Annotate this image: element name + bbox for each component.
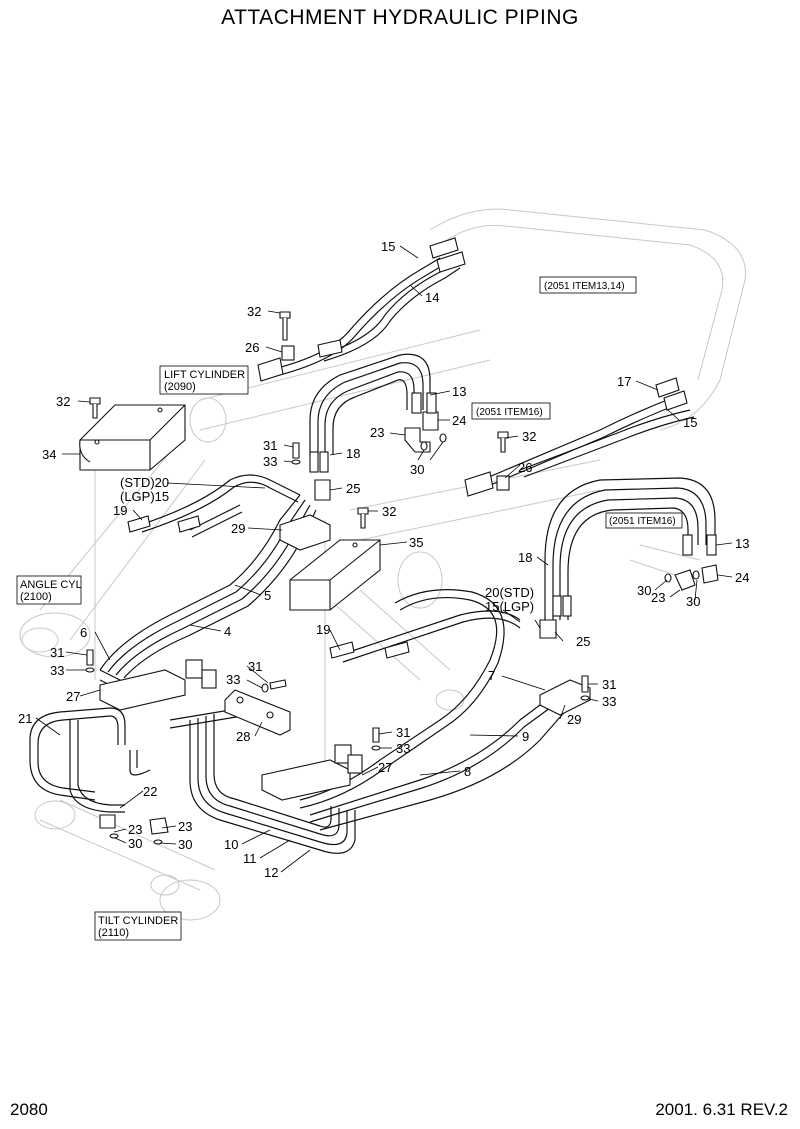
callout-20-std: 20(STD) — [485, 585, 534, 600]
callout-25b: 25 — [576, 634, 590, 649]
callout-17: 17 — [617, 374, 631, 389]
callout-18: 18 — [346, 446, 360, 461]
callout-19b: 19 — [316, 622, 330, 637]
callout-24: 24 — [452, 413, 466, 428]
callout-19: 19 — [113, 503, 127, 518]
callout-31d: 31 — [602, 677, 616, 692]
callout-29b: 29 — [567, 712, 581, 727]
reference-2051-item16-right: (2051 ITEM16) — [605, 512, 683, 529]
callout-15: 15 — [381, 239, 395, 254]
ref-2051-item16-upper: (2051 ITEM16) — [476, 407, 543, 418]
callout-30: 30 — [410, 462, 424, 477]
callout-32c: 32 — [56, 394, 70, 409]
callout-30b: 30 — [637, 583, 651, 598]
page-title: ATTACHMENT HYDRAULIC PIPING — [221, 6, 579, 29]
page-number: 2080 — [10, 1100, 48, 1119]
callout-15-lgp: 15(LGP) — [485, 599, 534, 614]
reference-lift-cylinder: LIFT CYLINDER (2090) — [159, 365, 249, 395]
callout-6: 6 — [80, 625, 87, 640]
callout-33: 33 — [263, 454, 277, 469]
callout-13b: 13 — [735, 536, 749, 551]
callout-10: 10 — [224, 837, 238, 852]
callout-30c: 30 — [686, 594, 700, 609]
angle-cyl-ref: (2100) — [20, 591, 52, 603]
callout-27b: 27 — [378, 760, 392, 775]
callout-11: 11 — [243, 851, 257, 866]
callout-std-20: (STD)20 — [120, 475, 169, 490]
leader-lines — [35, 245, 733, 873]
phantom-cylinders — [19, 208, 746, 921]
reference-angle-cylinder: ANGLE CYL (2100) — [16, 575, 82, 605]
callout-7: 7 — [488, 668, 495, 683]
callout-4: 4 — [224, 624, 231, 639]
callout-29: 29 — [231, 521, 245, 536]
reference-2051-item16-upper: (2051 ITEM16) — [471, 402, 551, 420]
callout-5: 5 — [264, 588, 271, 603]
callout-31b: 31 — [50, 645, 64, 660]
callout-23c: 23 — [128, 822, 142, 837]
callout-33e: 33 — [396, 741, 410, 756]
callout-21: 21 — [18, 711, 32, 726]
callout-35: 35 — [409, 535, 423, 550]
callout-13: 13 — [452, 384, 466, 399]
callout-31: 31 — [263, 438, 277, 453]
lift-cyl-label: LIFT CYLINDER — [164, 369, 245, 381]
callout-30e: 30 — [178, 837, 192, 852]
callout-28: 28 — [236, 729, 250, 744]
callout-14: 14 — [425, 290, 439, 305]
revision-date: 2001. 6.31 REV.2 — [655, 1100, 788, 1119]
callout-33c: 33 — [226, 672, 240, 687]
callout-24b: 24 — [735, 570, 749, 585]
callout-34: 34 — [42, 447, 56, 462]
ref-2051-item13-14: (2051 ITEM13,14) — [544, 281, 625, 292]
callout-31c: 31 — [248, 659, 262, 674]
reference-tilt-cylinder: TILT CYLINDER (2110) — [94, 911, 182, 941]
hoses — [29, 257, 716, 854]
callout-8: 8 — [464, 764, 471, 779]
callout-lgp-15: (LGP)15 — [120, 489, 169, 504]
callout-26: 26 — [245, 340, 259, 355]
callout-23: 23 — [370, 425, 384, 440]
reference-2051-item13-14: (2051 ITEM13,14) — [539, 276, 637, 294]
callout-23d: 23 — [178, 819, 192, 834]
callout-32: 32 — [247, 304, 261, 319]
callout-26b: 26 — [518, 460, 532, 475]
callout-23b: 23 — [651, 590, 665, 605]
callouts: 15 14 32 26 13 24 23 30 17 15 32 26 32 3… — [18, 239, 749, 880]
callout-33b: 33 — [50, 663, 64, 678]
tilt-cyl-label: TILT CYLINDER — [98, 915, 178, 927]
tilt-cyl-ref: (2110) — [98, 927, 129, 939]
callout-32b: 32 — [522, 429, 536, 444]
callout-15b: 15 — [683, 415, 697, 430]
callout-27: 27 — [66, 689, 80, 704]
callout-25: 25 — [346, 481, 360, 496]
ref-2051-item16-right: (2051 ITEM16) — [609, 516, 676, 527]
callout-18b: 18 — [518, 550, 532, 565]
lift-cyl-ref: (2090) — [164, 381, 196, 393]
callout-33d: 33 — [602, 694, 616, 709]
callout-30d: 30 — [128, 836, 142, 851]
callout-22: 22 — [143, 784, 157, 799]
angle-cyl-label: ANGLE CYL — [20, 579, 82, 591]
callout-12: 12 — [264, 865, 278, 880]
callout-9: 9 — [522, 729, 529, 744]
callout-32d: 32 — [382, 504, 396, 519]
callout-31e: 31 — [396, 725, 410, 740]
